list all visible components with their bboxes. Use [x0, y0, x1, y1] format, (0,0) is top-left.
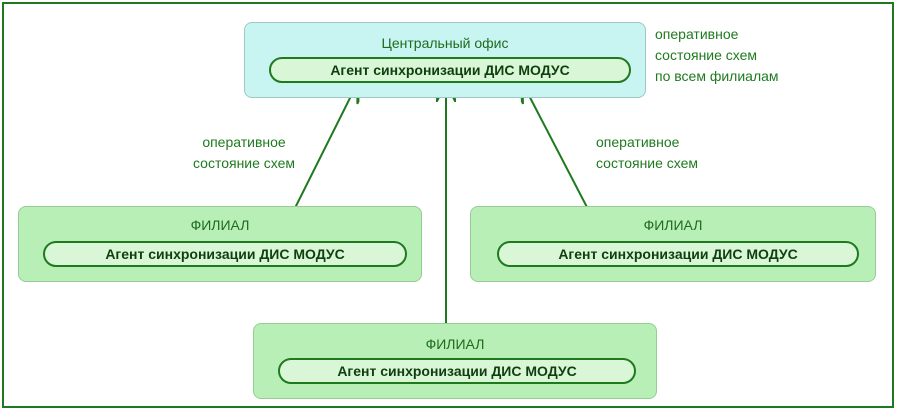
central-office-title: Центральный офис [381, 35, 509, 51]
right-note-line-2: состояние схем [596, 155, 699, 171]
central-note-line-3: по всем филиалам [655, 68, 779, 84]
branch-agent-bottom: Агент синхронизации ДИС МОДУС [278, 358, 636, 384]
right-note-line-1: оперативное [596, 134, 680, 150]
branch-agent-right: Агент синхронизации ДИС МОДУС [497, 241, 859, 267]
branch-title-bottom: ФИЛИАЛ [425, 336, 485, 352]
left-note: оперативное состояние схем [193, 132, 295, 174]
branch-box-bottom: ФИЛИАЛ Агент синхронизации ДИС МОДУС [253, 323, 657, 399]
central-note-line-1: оперативное [655, 26, 739, 42]
branch-title-right: ФИЛИАЛ [643, 217, 703, 233]
central-note: оперативное состояние схем по всем филиа… [655, 24, 779, 87]
branch-title-left: ФИЛИАЛ [190, 217, 250, 233]
central-agent: Агент синхронизации ДИС МОДУС [269, 57, 631, 83]
central-office-box: Центральный офис Агент синхронизации ДИС… [244, 22, 646, 98]
left-note-line-2: состояние схем [193, 155, 296, 171]
left-note-line-1: оперативное [202, 134, 286, 150]
branch-box-left: ФИЛИАЛ Агент синхронизации ДИС МОДУС [18, 206, 422, 282]
central-note-line-2: состояние схем [655, 47, 758, 63]
branch-agent-left: Агент синхронизации ДИС МОДУС [43, 241, 407, 267]
branch-box-right: ФИЛИАЛ Агент синхронизации ДИС МОДУС [470, 206, 876, 282]
right-note: оперативное состояние схем [596, 132, 698, 174]
